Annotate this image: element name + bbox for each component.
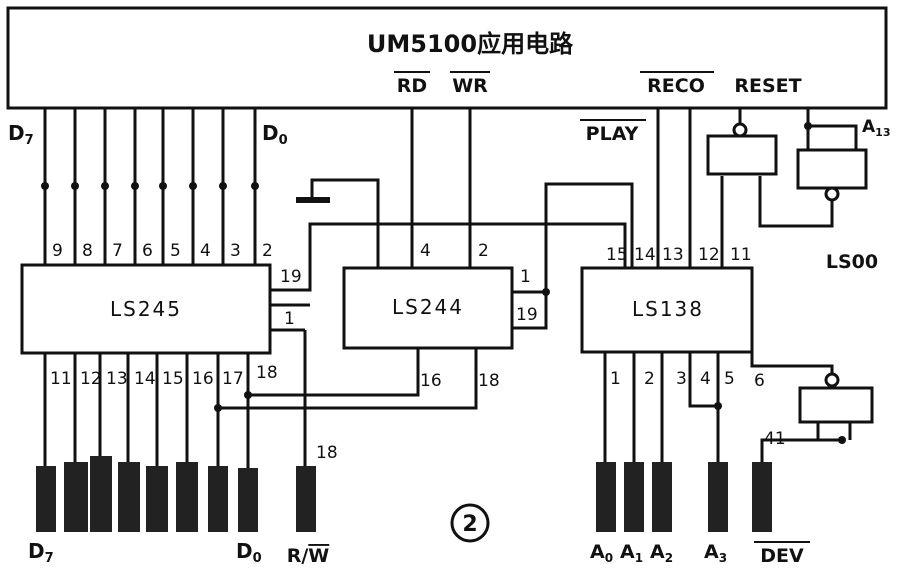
ls245-pin1: 1 <box>284 309 295 329</box>
svg-text:7: 7 <box>112 241 123 261</box>
ls138-top-pins: 15 14 13 12 11 <box>606 245 752 265</box>
ls00b-out-wire <box>758 176 834 228</box>
ls138-chip <box>580 266 754 354</box>
svg-text:13: 13 <box>662 245 684 265</box>
svg-text:2: 2 <box>644 369 655 389</box>
svg-text:11: 11 <box>730 245 752 265</box>
svg-text:12: 12 <box>698 245 720 265</box>
svg-text:5: 5 <box>724 369 735 389</box>
ls244-pin4: 4 <box>420 241 431 261</box>
ls00-gate-c <box>798 386 874 424</box>
svg-text:14: 14 <box>134 369 156 389</box>
ls245-top-pins: 9 8 7 6 5 4 3 2 <box>52 241 273 261</box>
rw-connector <box>296 466 316 532</box>
a13-wire <box>806 108 858 150</box>
svg-text:12: 12 <box>80 369 102 389</box>
svg-text:13: 13 <box>106 369 128 389</box>
ls244-out16-wire <box>248 348 420 397</box>
rd-label: RD <box>397 75 427 97</box>
svg-text:6: 6 <box>142 241 153 261</box>
ls138-bottom-pins: 1 2 3 4 5 6 <box>610 369 765 391</box>
svg-text:1: 1 <box>610 369 621 389</box>
junction-dot <box>542 288 550 296</box>
ls244-pin18: 18 <box>478 371 500 391</box>
svg-text:9: 9 <box>52 241 63 261</box>
svg-text:5: 5 <box>170 241 181 261</box>
ls138-label: LS138 <box>632 297 704 321</box>
svg-text:4: 4 <box>700 369 711 389</box>
svg-text:15: 15 <box>606 245 628 265</box>
a3-label: A3 <box>704 541 727 565</box>
ls00-gate-b <box>796 148 868 190</box>
um5100-block <box>6 6 888 110</box>
a1-label: A1 <box>620 541 643 565</box>
figure-number-circle <box>450 503 490 543</box>
dev-wire <box>760 438 842 462</box>
ls245-pin19: 19 <box>280 267 302 287</box>
svg-text:3: 3 <box>230 241 241 261</box>
svg-text:6: 6 <box>754 371 765 391</box>
ls00-gate-a <box>706 134 778 176</box>
address-connectors <box>596 462 772 532</box>
dev-label: DEV <box>760 545 804 567</box>
a13-label: A13 <box>862 117 890 139</box>
address-lines <box>603 352 722 466</box>
rw-pin: 18 <box>316 443 338 463</box>
rw-label: R/W <box>287 545 330 567</box>
svg-text:16: 16 <box>192 369 214 389</box>
a0-label: A0 <box>590 541 613 565</box>
um5100-title: UM5100应用电路 <box>367 30 574 58</box>
ls244-pin2: 2 <box>478 241 489 261</box>
ls244-label: LS244 <box>392 295 464 319</box>
ls244-pin19: 19 <box>516 305 538 325</box>
play-label: PLAY <box>586 123 639 145</box>
ls244-sel19-wire <box>512 292 548 330</box>
reco-label: RECO <box>647 75 705 97</box>
svg-text:17: 17 <box>222 369 244 389</box>
ls245-bottom-pins: 11 12 13 14 15 16 17 18 <box>50 363 278 389</box>
d0-bottom-label: D0 <box>236 539 262 566</box>
ls245-label: LS245 <box>110 297 182 321</box>
svg-text:2: 2 <box>262 241 273 261</box>
svg-text:11: 11 <box>50 369 72 389</box>
ls244-pin16: 16 <box>420 371 442 391</box>
svg-text:14: 14 <box>634 245 656 265</box>
d7-top-label: D7 <box>8 121 34 148</box>
data-connectors <box>36 456 258 532</box>
ls244-sel-wire <box>512 182 634 294</box>
wr-label: WR <box>452 75 488 97</box>
svg-text:3: 3 <box>676 369 687 389</box>
svg-text:18: 18 <box>256 363 278 383</box>
a2-label: A2 <box>650 541 673 565</box>
ls244-out18-wire <box>218 348 478 410</box>
figure-number: 2 <box>462 512 477 537</box>
d0-top-label: D0 <box>262 121 288 148</box>
ls244-chip <box>342 266 514 350</box>
svg-text:8: 8 <box>82 241 93 261</box>
ls245-dir-wire <box>270 222 627 292</box>
ls245-chip <box>20 263 272 355</box>
reset-label: RESET <box>734 75 801 97</box>
data-bus-lines <box>41 108 259 265</box>
svg-text:4: 4 <box>200 241 211 261</box>
svg-text:15: 15 <box>162 369 184 389</box>
ls244-pin1: 1 <box>520 267 531 287</box>
ls00-label: LS00 <box>826 251 878 273</box>
d7-bottom-label: D7 <box>28 539 54 566</box>
